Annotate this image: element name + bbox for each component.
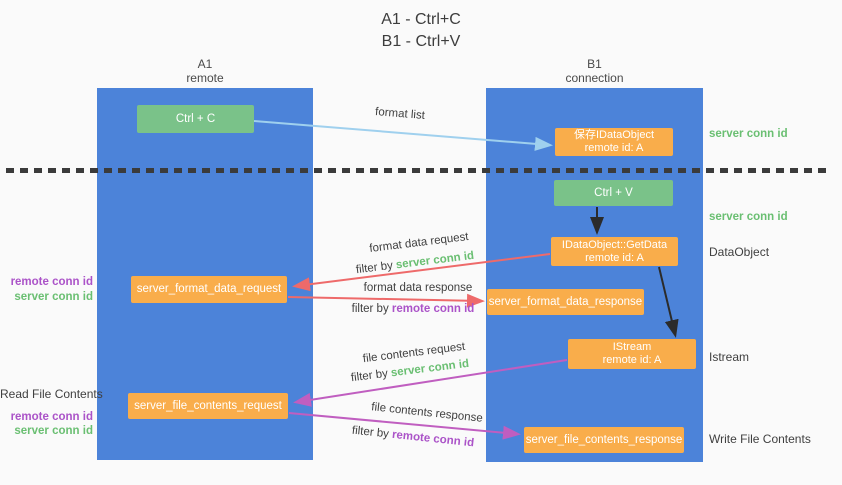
arrow-format-data-response xyxy=(287,293,485,308)
node-ctrl-c-label: Ctrl + C xyxy=(175,112,216,125)
phase-separator-dotted-line xyxy=(6,168,830,173)
remote-conn-id-text: remote conn id xyxy=(391,303,475,315)
annotation-remote-conn-id-left-2: remote conn id xyxy=(10,411,93,423)
filter-by-text: filter by xyxy=(351,424,393,441)
annotation-server-conn-id-left-2: server conn id xyxy=(14,425,93,437)
annotation-read-file-contents: Read File Contents xyxy=(0,387,103,401)
node-istream-line2: remote id: A xyxy=(602,354,662,366)
edge-label-filter-by-remote-conn-id-2: filter by remote conn id xyxy=(333,423,493,452)
annotation-server-conn-id-right-1: server conn id xyxy=(709,128,788,140)
annotation-write-file-contents: Write File Contents xyxy=(709,432,811,446)
node-server-format-data-request-label: server_format_data_request xyxy=(136,283,282,295)
node-server-format-data-response: server_format_data_response xyxy=(487,289,644,315)
node-server-format-data-request: server_format_data_request xyxy=(131,276,287,303)
remote-conn-id-text: remote conn id xyxy=(391,428,475,450)
title-line-1: A1 - Ctrl+C xyxy=(381,11,461,28)
edge-label-format-list: format list xyxy=(374,106,426,122)
node-ctrl-v: Ctrl + V xyxy=(554,180,673,206)
node-istream: IStream remote id: A xyxy=(568,339,696,369)
server-conn-id-text: server conn id xyxy=(390,357,470,380)
node-ctrl-v-label: Ctrl + V xyxy=(594,186,633,199)
node-save-idataobject-line2: remote id: A xyxy=(584,142,644,154)
annotation-server-conn-id-left-1: server conn id xyxy=(14,291,93,303)
filter-by-text: filter by xyxy=(350,367,392,385)
annotation-remote-conn-id-left-1: remote conn id xyxy=(10,276,93,288)
lane-header-left: A1 remote xyxy=(97,57,313,85)
annotation-dataobject: DataObject xyxy=(709,245,770,259)
edge-label-format-data-response: format data response xyxy=(363,282,473,294)
node-save-idataobject-line1: 保存IDataObject xyxy=(573,129,655,141)
node-save-idataobject: 保存IDataObject remote id: A xyxy=(555,128,673,156)
page-title: A1 - Ctrl+C B1 - Ctrl+V xyxy=(0,9,842,53)
node-idataobject-getdata-line2: remote id: A xyxy=(585,251,644,264)
node-ctrl-c: Ctrl + C xyxy=(137,105,254,133)
node-server-file-contents-response: server_file_contents_response xyxy=(524,427,684,453)
node-istream-line1: IStream xyxy=(612,341,652,353)
node-idataobject-getdata-line1: IDataObject::GetData xyxy=(561,238,668,251)
edge-label-file-contents-response: file contents response xyxy=(370,401,484,425)
filter-by-text: filter by xyxy=(355,259,397,277)
lane-left-subtitle: remote xyxy=(186,71,224,85)
node-idataobject-getdata: IDataObject::GetData remote id: A xyxy=(551,237,678,266)
server-conn-id-text: server conn id xyxy=(395,249,475,272)
annotation-istream: Istream xyxy=(709,350,750,364)
node-server-file-contents-request-label: server_file_contents_request xyxy=(134,399,282,412)
lane-right-subtitle: connection xyxy=(565,71,624,85)
filter-by-text: filter by xyxy=(351,303,392,315)
node-server-file-contents-request: server_file_contents_request xyxy=(128,393,288,419)
annotation-server-conn-id-right-2: server conn id xyxy=(709,211,788,223)
title-line-2: B1 - Ctrl+V xyxy=(381,33,461,50)
lane-header-right: B1 connection xyxy=(486,57,703,85)
node-server-file-contents-response-label: server_file_contents_response xyxy=(525,433,683,446)
lane-left-title: A1 xyxy=(197,57,213,71)
node-server-format-data-response-label: server_format_data_response xyxy=(488,295,643,308)
edge-label-filter-by-remote-conn-id-1: filter by remote conn id xyxy=(333,303,493,315)
lane-right-title: B1 xyxy=(587,57,602,71)
